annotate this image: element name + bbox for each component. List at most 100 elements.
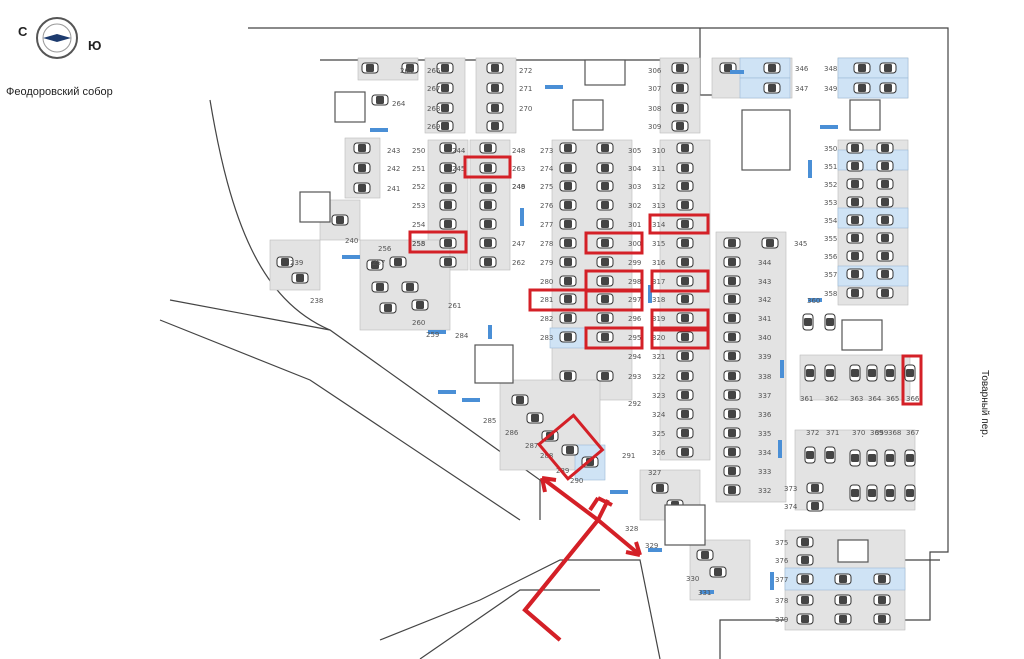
route-arrows xyxy=(522,476,642,642)
spot-number-306: 306 xyxy=(648,67,662,75)
spot-number-365: 365 xyxy=(886,395,899,403)
spot-number-357: 357 xyxy=(824,271,837,279)
spot-number-360: 360 xyxy=(807,297,820,305)
compass-icon xyxy=(36,17,78,59)
spot-number-300: 300 xyxy=(628,240,641,248)
spot-number-379: 379 xyxy=(775,616,788,624)
spot-number-311: 311 xyxy=(652,165,665,173)
spot-number-266: 266 xyxy=(427,67,441,75)
spot-number-313: 313 xyxy=(652,202,665,210)
spot-number-369: 369 xyxy=(870,429,883,437)
spot-number-328: 328 xyxy=(625,525,638,533)
spot-number-250: 250 xyxy=(412,147,425,155)
spot-number-260: 260 xyxy=(412,319,425,327)
spot-number-339: 339 xyxy=(758,353,771,361)
spot-number-251: 251 xyxy=(412,165,425,173)
spot-number-310: 310 xyxy=(652,147,665,155)
spot-number-314: 314 xyxy=(652,221,666,229)
spot-number-256: 256 xyxy=(378,245,392,253)
spot-number-276: 276 xyxy=(540,202,554,210)
spot-number-374: 374 xyxy=(784,503,798,511)
spot-number-320: 320 xyxy=(652,334,665,342)
spot-number-342: 342 xyxy=(758,296,771,304)
spot-number-326: 326 xyxy=(652,449,666,457)
spot-number-362: 362 xyxy=(825,395,838,403)
cathedral-label: Феодоровский собор xyxy=(6,86,113,98)
spot-number-284: 284 xyxy=(455,332,469,340)
spot-number-323: 323 xyxy=(652,392,665,400)
spot-number-359: 359 xyxy=(875,429,888,437)
spot-number-316: 316 xyxy=(652,259,666,267)
spot-number-335: 335 xyxy=(758,430,771,438)
spot-number-265: 265 xyxy=(400,67,413,75)
spot-number-245: 245 xyxy=(452,165,465,173)
spot-number-319: 319 xyxy=(652,315,665,323)
spot-number-274: 274 xyxy=(540,165,554,173)
spot-number-378: 378 xyxy=(775,597,788,605)
spot-number-337: 337 xyxy=(758,392,771,400)
spot-number-304: 304 xyxy=(628,165,642,173)
spot-number-277: 277 xyxy=(540,221,553,229)
spot-number-255: 255 xyxy=(412,240,425,248)
spot-number-238: 238 xyxy=(310,297,323,305)
spot-number-340: 340 xyxy=(758,334,771,342)
spot-number-240: 240 xyxy=(345,237,358,245)
spot-number-354: 354 xyxy=(824,217,838,225)
spot-number-318: 318 xyxy=(652,296,665,304)
spot-number-262: 262 xyxy=(512,259,525,267)
spot-number-356: 356 xyxy=(824,253,838,261)
direction-arrows xyxy=(342,70,838,594)
spot-number-298: 298 xyxy=(628,278,641,286)
spot-number-341: 341 xyxy=(758,315,771,323)
spot-number-247: 247 xyxy=(512,240,525,248)
spot-number-273: 273 xyxy=(540,147,553,155)
spot-number-249: 249 xyxy=(512,183,525,191)
spot-number-371: 371 xyxy=(826,429,839,437)
spot-number-351: 351 xyxy=(824,163,837,171)
spot-number-278: 278 xyxy=(540,240,553,248)
compass-label-left: С xyxy=(18,24,28,39)
spot-number-331: 331 xyxy=(698,589,711,597)
spot-number-280: 280 xyxy=(540,278,553,286)
spot-number-355: 355 xyxy=(824,235,837,243)
spot-number-259: 259 xyxy=(426,331,439,339)
spot-number-291: 291 xyxy=(622,452,635,460)
spot-number-305: 305 xyxy=(628,147,641,155)
spot-number-375: 375 xyxy=(775,539,788,547)
spot-number-288: 288 xyxy=(540,452,553,460)
spot-number-315: 315 xyxy=(652,240,665,248)
spot-number-338: 338 xyxy=(758,373,771,381)
spot-number-349: 349 xyxy=(824,85,837,93)
spot-number-376: 376 xyxy=(775,557,789,565)
spot-number-372: 372 xyxy=(806,429,819,437)
spot-number-253: 253 xyxy=(412,202,425,210)
street-label: Товарный пер. xyxy=(979,370,990,438)
spot-number-350: 350 xyxy=(824,145,837,153)
spot-number-325: 325 xyxy=(652,430,665,438)
spot-number-363: 363 xyxy=(850,395,863,403)
spot-number-258: 258 xyxy=(412,240,425,248)
spot-number-367: 367 xyxy=(906,429,919,437)
spot-number-295: 295 xyxy=(628,334,641,342)
spot-number-244: 244 xyxy=(452,147,466,155)
spot-number-290: 290 xyxy=(570,477,583,485)
spot-number-281: 281 xyxy=(540,296,553,304)
spot-number-352: 352 xyxy=(824,181,837,189)
spot-number-317: 317 xyxy=(652,278,665,286)
spot-number-345: 345 xyxy=(794,240,807,248)
spot-number-279: 279 xyxy=(540,259,553,267)
spot-number-286: 286 xyxy=(505,429,519,437)
spot-number-333: 333 xyxy=(758,468,771,476)
highlighted-spots xyxy=(408,155,923,481)
spot-number-263: 263 xyxy=(512,165,525,173)
spot-number-257: 257 xyxy=(372,259,385,267)
spot-number-308: 308 xyxy=(648,105,661,113)
spot-number-294: 294 xyxy=(628,353,642,361)
spot-number-366: 366 xyxy=(906,395,920,403)
spot-number-252: 252 xyxy=(412,183,425,191)
spot-number-261: 261 xyxy=(448,302,461,310)
spot-number-347: 347 xyxy=(795,85,808,93)
spot-number-248: 248 xyxy=(512,147,525,155)
spot-number-269: 269 xyxy=(427,123,440,131)
spot-number-243: 243 xyxy=(387,147,400,155)
